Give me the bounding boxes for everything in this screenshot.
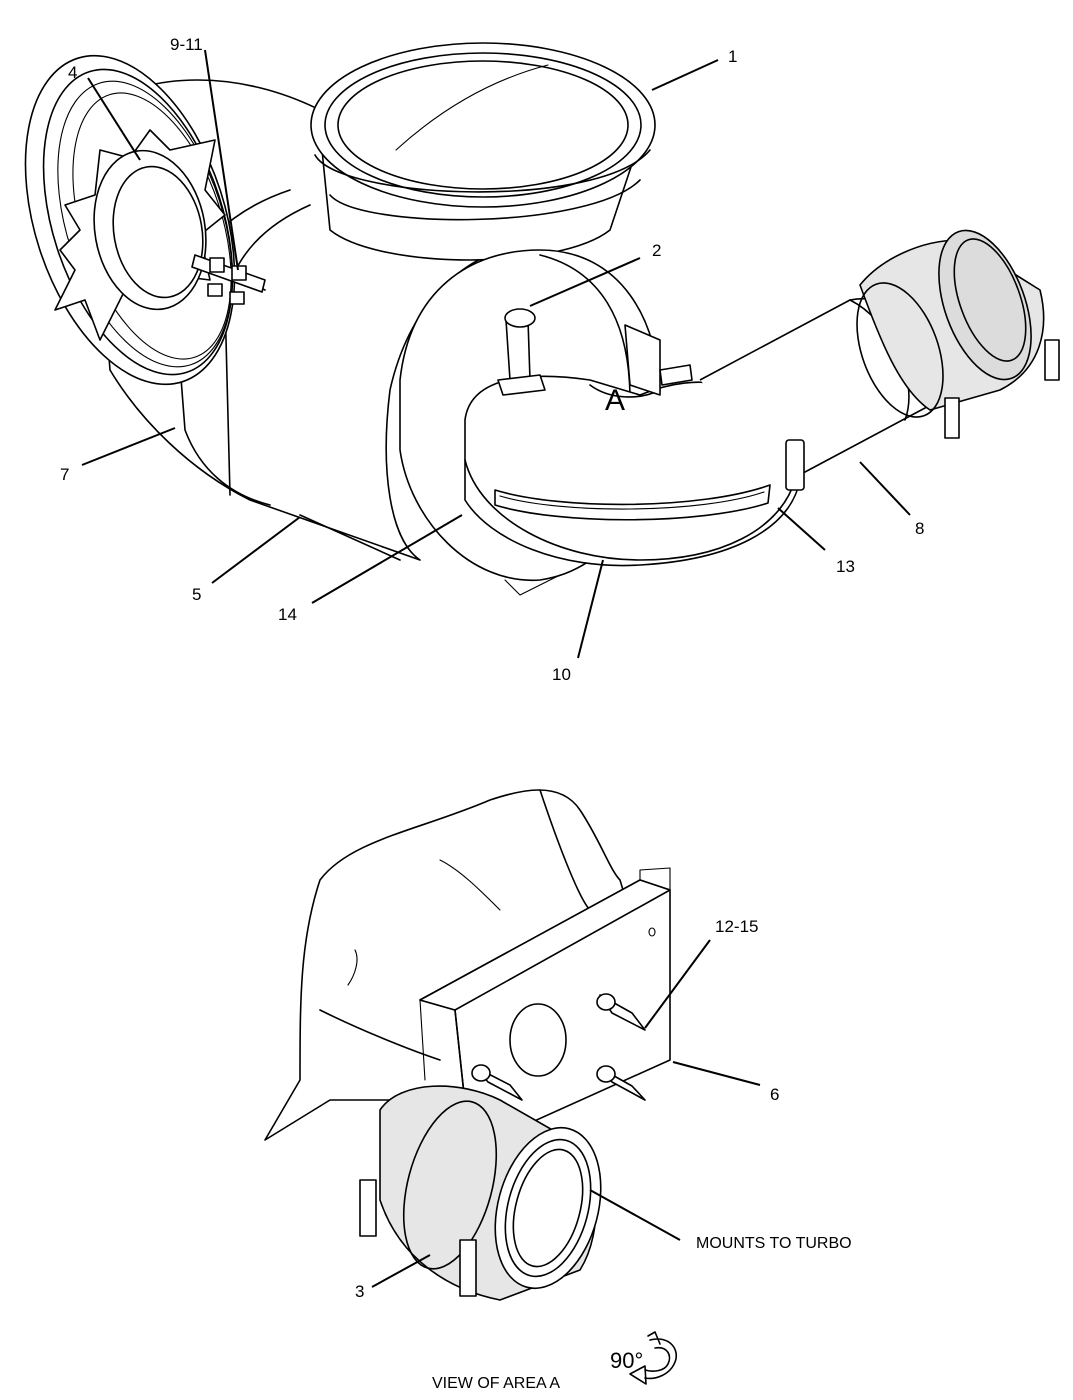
elbow-clamp-bolt [785,439,805,491]
callout-12-15: 12-15 [715,917,758,936]
hose-sleeve [856,229,1060,439]
area-marker: A [605,384,625,417]
callout-1: 1 [728,47,737,66]
callout-labels: 1 2 4 9-11 7 5 14 10 13 8 12-15 6 3 [60,35,924,1301]
air-cleaner-assembly [24,42,1060,596]
hose-3 [359,1085,602,1301]
callout-9-11: 9-11 [170,35,203,54]
leader-lines-upper [81,49,911,659]
callout-14: 14 [278,605,297,624]
top-outlet [310,42,656,261]
callout-4: 4 [68,63,77,82]
leader-lines-lower [371,939,761,1288]
callout-8: 8 [915,519,924,538]
band-clamp [191,254,266,305]
precleaner-star [54,129,226,341]
callout-5: 5 [192,585,201,604]
rotate-arrow-icon [629,1331,677,1385]
callout-10: 10 [552,665,571,684]
view-title: VIEW OF AREA A [432,1375,560,1392]
view-of-area-a [264,789,671,1301]
elbow [464,375,801,567]
callout-7: 7 [60,465,69,484]
vacuator-fitting [497,308,546,396]
callout-13: 13 [836,557,855,576]
rotation-label: 90° [610,1348,643,1373]
callout-2: 2 [652,241,661,260]
mount-bracket-top [624,324,693,396]
studs-12-15 [471,993,646,1101]
callout-3: 3 [355,1282,364,1301]
callout-6: 6 [770,1085,779,1104]
mounts-note: MOUNTS TO TURBO [696,1235,852,1252]
